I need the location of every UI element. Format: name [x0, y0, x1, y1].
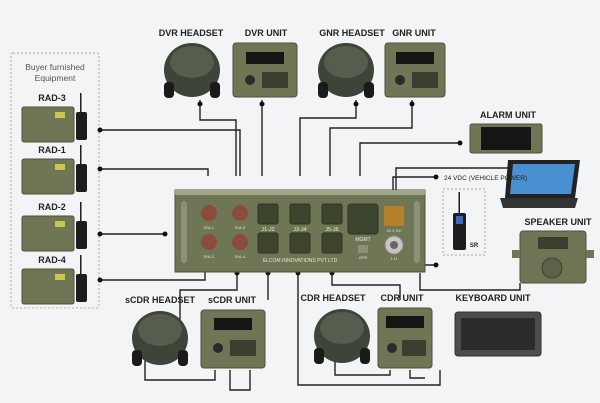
dvr-unit-label: DVR UNIT	[245, 28, 288, 38]
scdr-unit-image	[200, 309, 266, 369]
cdr-unit-image	[377, 307, 433, 369]
cdr-headset-label: CDR HEADSET	[300, 293, 366, 303]
sr-box	[442, 188, 486, 256]
port-label: J3-J4	[293, 227, 306, 233]
port-label: R/A-2	[204, 254, 215, 259]
dvr-unit-image	[232, 42, 298, 98]
radio-rad-3: RAD-3	[21, 93, 87, 143]
alarm-unit-image	[469, 123, 543, 154]
gnr-unit-image	[384, 42, 446, 98]
port-label: R/A-3	[235, 225, 246, 230]
port-label: 24 V DC	[386, 228, 401, 233]
radio-rad-2: RAD-2	[21, 202, 87, 252]
scdr-headset-label: sCDR HEADSET	[125, 295, 196, 305]
radio-label: RAD-3	[38, 93, 66, 103]
port-label: MGMT	[355, 237, 370, 243]
radio-rad-1: RAD-1	[21, 145, 87, 195]
speaker-unit-image	[512, 230, 594, 284]
radio-rad-4: RAD-4	[21, 255, 87, 305]
dvr-headset-image	[164, 43, 220, 98]
alarm-unit-label: ALARM UNIT	[480, 110, 536, 120]
radio-label: RAD-4	[38, 255, 66, 265]
port-label: J-11	[390, 256, 398, 261]
scdr-unit-label: sCDR UNIT	[208, 295, 257, 305]
keyboard-unit-label: KEYBOARD UNIT	[455, 293, 531, 303]
keyboard-unit-image	[454, 311, 542, 357]
radio-label: RAD-2	[38, 202, 66, 212]
radio-label: RAD-1	[38, 145, 66, 155]
gnr-unit-label: GNR UNIT	[392, 28, 436, 38]
buyer-title-2: Equipment	[35, 73, 76, 83]
cdr-headset-image	[314, 309, 370, 364]
central-interface-unit: R/A-1 R/A-3 J1-J2 J3-J4 J5-J6 R/A-2 R/A-…	[174, 189, 426, 273]
gnr-headset-label: GNR HEADSET	[319, 28, 385, 38]
speaker-unit-label: SPEAKER UNIT	[524, 217, 592, 227]
sr-label: SR	[470, 243, 479, 249]
cdr-unit-label: CDR UNIT	[381, 293, 424, 303]
vehicle-power-label: 24 VDC (VEHICLE POWER)	[444, 175, 527, 182]
port-label: GPS	[359, 255, 368, 260]
scdr-headset-image	[132, 311, 188, 366]
port-label: J1-J2	[261, 227, 274, 233]
laptop-image	[500, 160, 580, 208]
maker-label: ELCOM INNOVATIONS PVT LTD	[263, 258, 338, 264]
buyer-title-1: Buyer furnished	[25, 62, 85, 72]
port-label: J5-J6	[325, 227, 338, 233]
port-label: R/A-1	[204, 225, 215, 230]
port-label: R/A-4	[235, 254, 246, 259]
sr-radio-image	[453, 192, 466, 250]
dvr-headset-label: DVR HEADSET	[159, 28, 224, 38]
buyer-furnished-box	[10, 52, 100, 309]
gnr-headset-image	[318, 43, 374, 98]
